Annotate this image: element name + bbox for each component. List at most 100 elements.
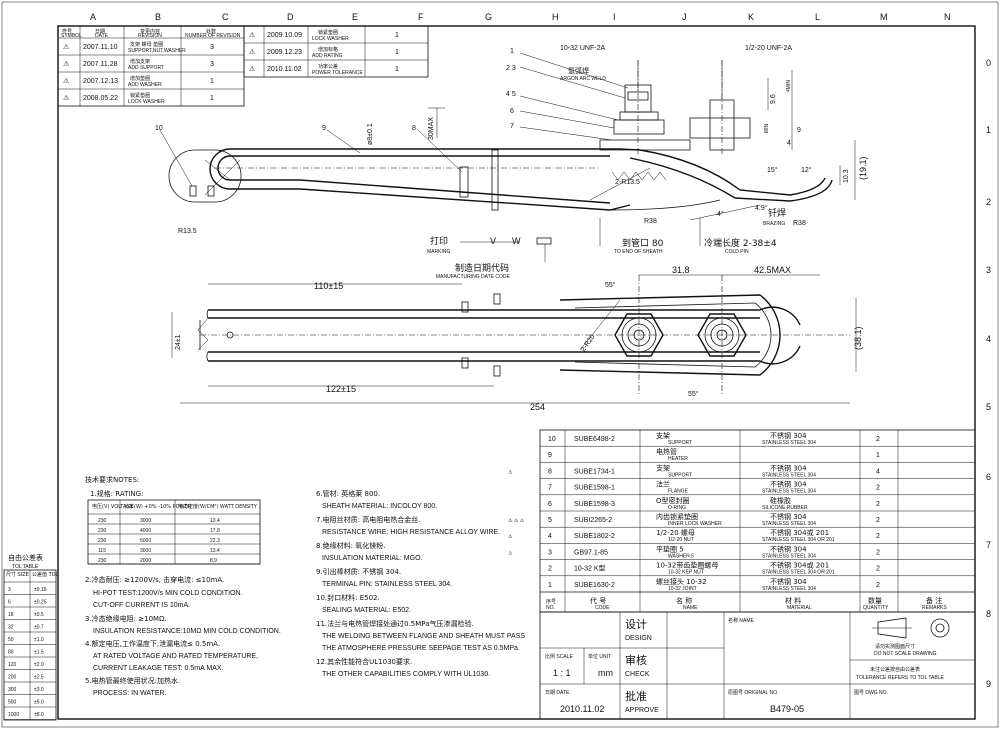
tol-value: ±5.0 (34, 700, 44, 706)
rev-flag-icon: ⚠ (63, 43, 70, 51)
bom-name: 10-32 KEP NUT (668, 570, 704, 576)
rev-desc: SUPPORT,NUT,WASHER (128, 48, 186, 54)
rev-flag-icon: ⚠ (63, 77, 70, 85)
col-letter: D (287, 12, 294, 22)
rev-desc: LOCK WASHER (128, 99, 165, 105)
rating-h-power: 功率(W) +0% -10% POWER (124, 503, 192, 510)
bom-mat-cn: 不锈钢 304 (770, 463, 807, 472)
bom-qty: 2 (876, 517, 880, 524)
approve-label: APPROVE (625, 707, 659, 714)
rev-flag-icon: ⚠ (249, 31, 256, 39)
tol-size: 18 (8, 612, 14, 618)
bom-mat-cn: 不锈钢 304 (770, 544, 807, 553)
bom-h-name: 名 称 (676, 596, 692, 605)
bom-no: 10 (548, 436, 556, 443)
date-value: 2010.11.02 (560, 704, 604, 714)
tol-title: TOL TABLE (12, 564, 39, 570)
bom-h-code-en: CODE (595, 605, 610, 611)
tol-value: ±3.0 (34, 687, 44, 693)
dim-9-6: 9.6 (770, 94, 777, 104)
rev-flag-icon: ⚠ (249, 65, 256, 73)
bom-no: 3 (548, 549, 552, 556)
note-7a: 7.电阻丝材质: 高电阻电热合金丝. (316, 515, 421, 524)
marking: MARKING (427, 249, 450, 255)
row-number: 3 (986, 265, 991, 275)
bom-qty: 2 (876, 566, 880, 573)
bom-mat: STAINLESS STEEL 304 (762, 489, 816, 495)
approve-label-cn: 批准 (625, 689, 647, 703)
rating-voltage: 230 (98, 518, 107, 524)
check-label: CHECK (625, 671, 650, 678)
bom-code: SUBE1630-2 (574, 582, 615, 589)
bom-no: 8 (548, 468, 552, 475)
cold-pin: COLD PIN (725, 249, 749, 255)
bom-no: 4 (548, 533, 552, 540)
row-number: 0 (986, 58, 991, 68)
bom-h-no-en: NO. (546, 605, 555, 611)
bom-h-mat: 材 料 (785, 596, 801, 605)
bom-mat: STAINLESS STEEL 304 (762, 440, 816, 446)
tol-size: 300 (8, 687, 17, 693)
bom-code: GB97.1-85 (574, 549, 608, 556)
rev-desc: ADD RATING (312, 53, 343, 59)
bom-no: 1 (548, 582, 552, 589)
note-2a: 2.冷态耐压: ≥1200V/s, 击穿电流: ≤10mA. (85, 575, 224, 584)
rev-count: 1 (210, 78, 214, 85)
note-6b: SHEATH MATERIAL: INCOLOY 800. (322, 503, 437, 510)
tol-value: ±0.25 (34, 600, 47, 606)
rating-power: 4000 (140, 528, 151, 534)
col-letter: N (944, 12, 951, 22)
date-label: 日期 DATE (545, 690, 570, 696)
row-number: 5 (986, 402, 991, 412)
brazing-cn: 钎焊 (768, 207, 786, 219)
tol-note-cn: 未注公差按自由公差表 (870, 666, 920, 673)
bom-qty: 1 (876, 452, 880, 459)
bom-name: FLANGE (668, 489, 689, 495)
scale-note: DO NOT SCALE DRAWING (874, 651, 937, 657)
rev-h-symbol: 符号 (62, 28, 72, 35)
argon-label-cn: 氩弧焊 (568, 66, 589, 75)
note-11c: THE ATMOSPHERE PRESSURE SEEPAGE TEST AS … (322, 645, 520, 652)
bom-mat-cn: 不锈钢 304 (770, 577, 807, 586)
dim-122: 122±15 (326, 384, 356, 394)
rating-voltage: 230 (98, 538, 107, 544)
plan-view: 110±15 122±15 254 31.8 42.5MAX 55° 55° 2… (171, 265, 863, 412)
marking-cn: 打印 (430, 235, 448, 247)
bom-code: 10-32 K型 (574, 564, 606, 573)
design-label: DESIGN (625, 635, 652, 642)
dim-12deg: 12° (801, 166, 812, 174)
bom-no: 5 (548, 517, 552, 524)
bom-flag: ⚠ ⚠ ⚠ (508, 518, 525, 524)
note-9b: TERMINAL PIN: STAINLESS STEEL 304. (322, 581, 452, 588)
bom-name-cn: 支架 (656, 431, 670, 440)
note-3a: 3.冷态绝缘电阻: ≥10MΩ. (85, 614, 167, 623)
tol-size: 32 (8, 625, 14, 631)
rev-count: 1 (210, 95, 214, 102)
callout-10: 10 (155, 125, 163, 132)
row-number: 7 (986, 540, 991, 550)
tol-value: ±0.7 (34, 625, 44, 631)
bom-h-rem-en: REMARKS (922, 605, 947, 611)
dim-19-1: (19.1) (858, 156, 868, 180)
col-letter: G (485, 12, 492, 22)
callout-45: 4 5 (506, 91, 516, 98)
col-letter: E (352, 12, 358, 22)
tol-value: ±2.0 (34, 662, 44, 668)
bom-h-qty: 数量 (868, 596, 882, 605)
note-2c: CUT-OFF CURRENT IS 10mA. (93, 602, 190, 609)
scale-label: 比例 SCALE (545, 653, 573, 660)
note-9a: 9.引出棒材质: 不锈钢 304. (316, 567, 401, 576)
bom-mat-cn: 不锈钢 304 (770, 512, 807, 521)
note-6a: 6.管材: 英格莱 800. (316, 489, 380, 498)
callout-9: 9 (322, 125, 326, 132)
cold-pin-cn: 冷端长度 2-38±4 (704, 237, 777, 249)
dim-4: 4 (787, 140, 791, 147)
name-label: 名称 NAME (728, 617, 755, 624)
bom-mat-cn: 不锈钢 304或 201 (770, 561, 829, 570)
revision-table: 符号 SYMBOL 日期 DATE 变更内容 REVISION 处数 NUMBE… (57, 25, 245, 107)
rev-h-num: 处数 (206, 28, 216, 35)
